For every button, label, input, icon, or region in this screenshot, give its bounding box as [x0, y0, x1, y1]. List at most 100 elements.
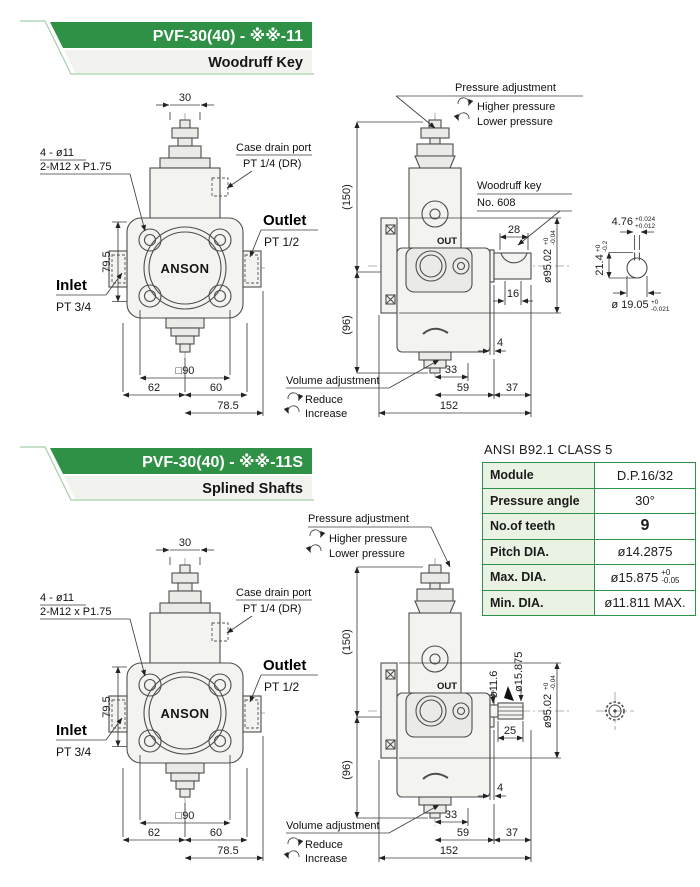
cw-arrow-icon	[309, 529, 326, 538]
svg-text:78.5: 78.5	[217, 400, 238, 412]
dim-95-02: ø95.02 +0 -0.04	[399, 217, 561, 314]
volume-adjustment-callout: Volume adjustment Reduce Increase	[283, 359, 440, 420]
header-green-banner	[50, 448, 312, 474]
table-row-module: Module D.P.16/32	[483, 463, 695, 488]
svg-text:16: 16	[507, 288, 519, 300]
spline-cross-section	[596, 692, 634, 730]
header-gray-banner	[64, 476, 312, 499]
dim-30: 30	[156, 92, 214, 120]
dim-bottom-row: 33 59 37 152	[378, 285, 532, 417]
svg-text:28: 28	[508, 224, 520, 236]
svg-text:Pressure adjustment: Pressure adjustment	[455, 82, 556, 94]
ccw-arrow-icon	[453, 112, 470, 121]
table-row-teeth: No.of teeth 9	[483, 513, 695, 539]
table-row-pressure-angle: Pressure angle 30°	[483, 487, 695, 513]
svg-text:ø11.6: ø11.6	[488, 671, 500, 698]
cw-arrow-icon	[457, 97, 474, 106]
key-cross-section: 4.76 +0.024 +0.012 21.4 +0 -0.2 ø 19.05 …	[594, 216, 670, 313]
svg-text:ø95.02: ø95.02	[542, 249, 554, 283]
svg-text:Higher pressure: Higher pressure	[477, 101, 555, 113]
section2-specific: ø11.6 ø15.875 25	[488, 652, 634, 742]
svg-text:33: 33	[445, 364, 457, 376]
leader-arrowhead	[504, 686, 514, 701]
header-gray-banner	[64, 50, 312, 73]
outlet-callout: Outlet PT 1/2	[249, 212, 318, 258]
svg-text:60: 60	[210, 382, 222, 394]
section1-header: PVF-30(40) - ※※-11 Woodruff Key	[20, 20, 314, 75]
woodruff-key-callout: Woodruff key No. 608	[477, 180, 572, 246]
svg-text:-0.04: -0.04	[550, 230, 557, 245]
table-row-max-dia: Max. DIA. ø15.875 +0 -0.05	[483, 564, 695, 590]
spline-spec-table: ANSI B92.1 CLASS 5 Module D.P.16/32 Pres…	[482, 442, 696, 616]
shaft-dia-callouts: ø11.6 ø15.875	[488, 652, 525, 704]
dim-16: 16	[493, 281, 533, 305]
svg-text:4: 4	[497, 337, 503, 349]
table-row-pitch-dia: Pitch DIA. ø14.2875	[483, 538, 695, 564]
dim-79-5: 79.5	[101, 221, 127, 302]
svg-text:Outlet: Outlet	[263, 212, 306, 229]
svg-text:ø15.875: ø15.875	[513, 652, 525, 692]
svg-text:Lower pressure: Lower pressure	[329, 548, 405, 560]
dim-28: 28	[499, 224, 529, 250]
rotation-mark	[422, 327, 449, 335]
pump-front-view: ANSON 30 4 - ø11 2-M12 x P1.75	[40, 92, 318, 416]
splined-shaft	[489, 686, 524, 720]
svg-text:-0.2: -0.2	[602, 240, 609, 252]
inlet-callout: Inlet PT 3/4	[56, 272, 123, 314]
section1-drawing: ANSON 30 4 - ø11 2-M12 x P1.75	[40, 82, 670, 420]
dim-78-5: 78.5	[184, 291, 264, 416]
ccw-arrow-icon	[305, 544, 322, 553]
svg-text:PT 3/4: PT 3/4	[56, 300, 91, 314]
section1-subtitle: Woodruff Key	[208, 55, 303, 71]
table-title: ANSI B92.1 CLASS 5	[484, 442, 613, 457]
section2-subtitle: Splined Shafts	[202, 481, 303, 497]
svg-text:ø 19.05: ø 19.05	[611, 299, 648, 311]
dim-150-96: (150) (96)	[341, 121, 428, 374]
section1-specific: Pressure adjustment Higher pressure Lowe…	[395, 82, 670, 313]
out-port-label: OUT	[437, 236, 457, 247]
max-dia-tolerance: +0 -0.05	[661, 567, 680, 586]
header-green-banner	[50, 22, 312, 48]
svg-text:+0: +0	[595, 244, 602, 252]
svg-text:25: 25	[504, 725, 516, 737]
svg-text:152: 152	[440, 400, 458, 412]
svg-text:4.76: 4.76	[612, 216, 633, 228]
svg-text:-0.021: -0.021	[651, 306, 670, 313]
svg-text:+0: +0	[651, 299, 659, 306]
svg-text:No. 608: No. 608	[477, 197, 516, 209]
pressure-adjustment-callout: Pressure adjustment Higher pressure Lowe…	[395, 82, 583, 129]
svg-text:37: 37	[506, 382, 518, 394]
section2-model-title: PVF-30(40) - ※※-11S	[142, 453, 303, 471]
svg-text:Pressure adjustment: Pressure adjustment	[308, 513, 409, 525]
svg-text:79.5: 79.5	[101, 251, 113, 272]
svg-text:PT 1/4 (DR): PT 1/4 (DR)	[243, 158, 301, 170]
svg-text:+0.012: +0.012	[635, 223, 655, 230]
ccw-arrow-icon	[283, 405, 300, 414]
svg-text:59: 59	[457, 382, 469, 394]
svg-text:+0.024: +0.024	[635, 216, 655, 223]
svg-text:4 - ø11: 4 - ø11	[40, 147, 74, 159]
pump-side-view: OUT (150) (96) ø95.02 +0 -0.04	[283, 113, 570, 420]
svg-text:Woodruff key: Woodruff key	[477, 180, 542, 192]
svg-text:Case drain port: Case drain port	[236, 142, 311, 154]
pump-front-view-2	[40, 537, 318, 861]
case-drain-callout: Case drain port PT 1/4 (DR)	[226, 142, 312, 189]
svg-text:21.4: 21.4	[594, 254, 606, 275]
table-row-min-dia: Min. DIA. ø11.811 MAX.	[483, 589, 695, 615]
pump-side-view-2	[286, 558, 570, 865]
svg-text:Lower pressure: Lower pressure	[477, 116, 553, 128]
bolt-callout: 4 - ø11 2-M12 x P1.75	[40, 147, 146, 232]
svg-text:Increase: Increase	[305, 408, 347, 420]
section2-drawing: Pressure adjustment Higher pressure Lowe…	[0, 513, 634, 887]
svg-text:PT 1/2: PT 1/2	[264, 235, 299, 249]
svg-text:Higher pressure: Higher pressure	[329, 533, 407, 545]
flange-bolts	[385, 224, 396, 305]
svg-text:62: 62	[148, 382, 160, 394]
header-accent-line	[20, 20, 314, 75]
keyed-shaft	[493, 252, 532, 280]
header-accent-line	[20, 446, 314, 501]
svg-text:+0: +0	[543, 237, 550, 245]
svg-text:30: 30	[179, 92, 191, 104]
pressure-adjustment-callout: Pressure adjustment Higher pressure Lowe…	[305, 513, 451, 568]
svg-text:Volume adjustment: Volume adjustment	[286, 375, 380, 387]
